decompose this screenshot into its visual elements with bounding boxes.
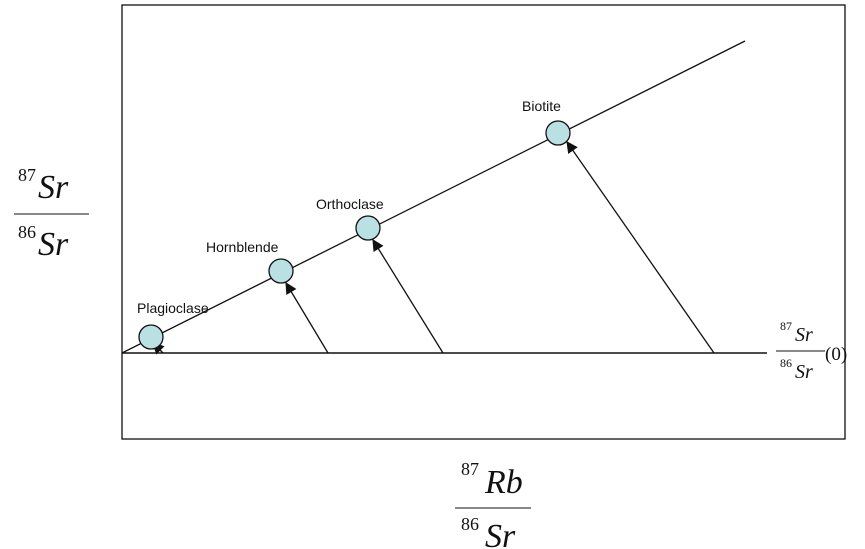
svg-text:Rb: Rb (484, 464, 523, 501)
svg-text:Sr: Sr (795, 324, 813, 346)
point-plagioclase (138, 324, 164, 350)
point-biotite (545, 120, 571, 146)
svg-text:86: 86 (18, 222, 36, 242)
label-orthoclase: Orthoclase (316, 196, 384, 212)
arrow-biotite (566, 141, 715, 354)
svg-text:Sr: Sr (795, 361, 813, 383)
svg-text:87: 87 (780, 319, 792, 333)
label-biotite: Biotite (522, 98, 561, 114)
svg-text:87: 87 (18, 165, 36, 185)
y-axis-label: 87 Sr 86 Sr (14, 165, 89, 263)
isochron-line (121, 40, 746, 354)
svg-text:Sr: Sr (38, 169, 69, 206)
svg-text:86: 86 (461, 514, 479, 534)
label-hornblende: Hornblende (206, 239, 279, 255)
svg-text:86: 86 (780, 356, 792, 370)
initial-ratio-label: 87 Sr 86 Sr (0) (776, 319, 847, 383)
svg-text:(0): (0) (825, 344, 847, 365)
svg-text:Sr: Sr (38, 226, 69, 263)
x-axis-label: 87 Rb 86 Sr (455, 459, 531, 549)
plot-frame (121, 4, 846, 440)
arrow-orthoclase (372, 239, 444, 354)
point-hornblende (268, 258, 294, 284)
point-orthoclase (355, 215, 381, 241)
svg-text:87: 87 (461, 459, 479, 479)
arrow-hornblende (285, 281, 329, 354)
svg-text:Sr: Sr (485, 518, 516, 549)
label-plagioclase: Plagioclase (137, 300, 209, 316)
